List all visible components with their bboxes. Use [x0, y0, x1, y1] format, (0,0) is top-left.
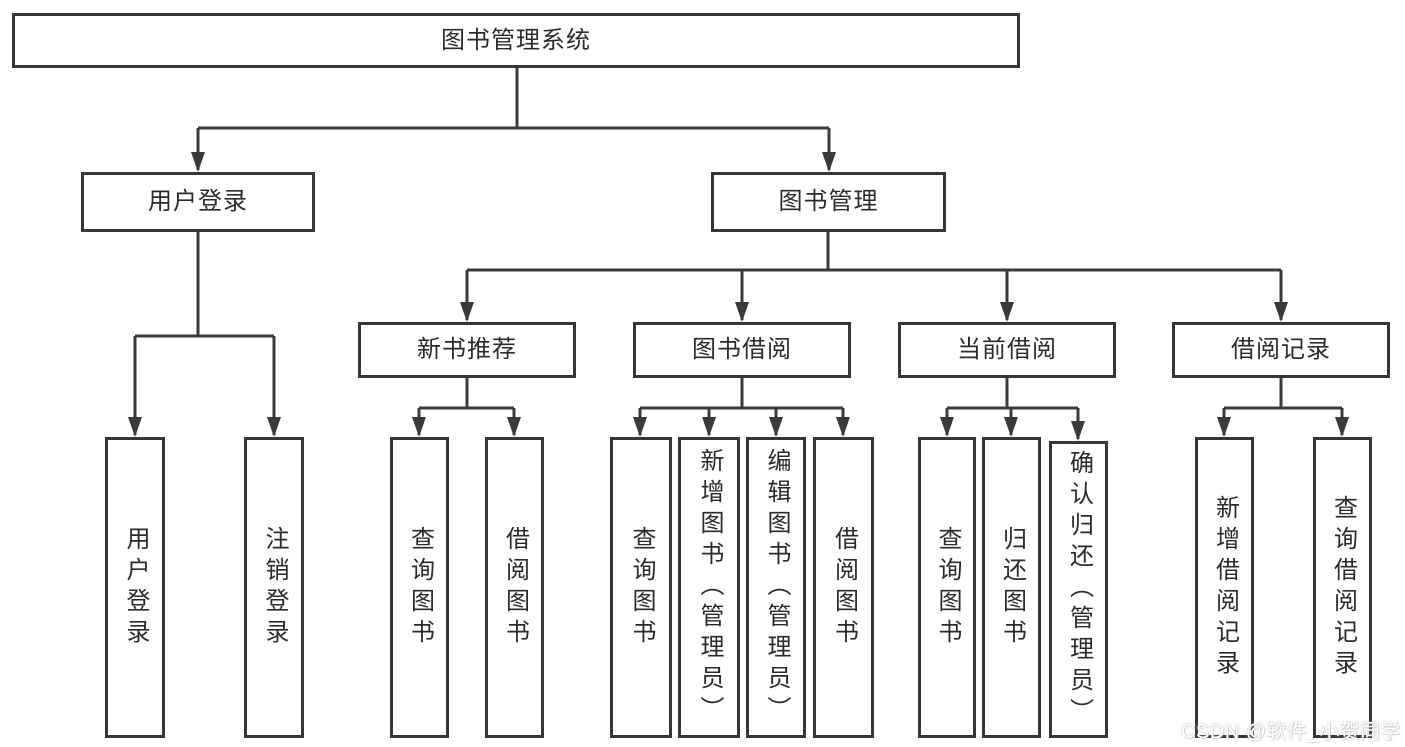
leaf-recommend-borrow-book: 借阅图书	[485, 437, 544, 738]
leaf-borrow-borrow-book: 借阅图书	[813, 437, 874, 738]
csdn-watermark: CSDN @软件_小贺同学	[1181, 721, 1402, 743]
node-book-management: 图书管理	[711, 172, 946, 232]
leaf-current-return-book: 归还图书	[982, 437, 1041, 738]
node-user-login: 用户登录	[81, 172, 315, 232]
leaf-record-add-borrow-record: 新增借阅记录	[1195, 437, 1254, 738]
leaf-recommend-query-book: 查询图书	[390, 437, 449, 738]
leaf-borrow-add-book-admin: 新增图书（管理员）	[678, 437, 740, 738]
node-new-book-recommend: 新书推荐	[358, 322, 576, 378]
leaf-user-login: 用户登录	[105, 437, 165, 738]
leaf-logout-login: 注销登录	[244, 437, 304, 738]
arrowheads	[128, 152, 1349, 441]
node-root-library-management-system: 图书管理系统	[12, 13, 1020, 68]
leaf-current-confirm-return-admin: 确认归还（管理员）	[1049, 441, 1108, 738]
node-current-borrow: 当前借阅	[898, 322, 1116, 378]
leaf-current-query-book: 查询图书	[918, 437, 976, 738]
node-borrow-record: 借阅记录	[1172, 322, 1390, 378]
leaf-record-query-borrow-record: 查询借阅记录	[1313, 437, 1372, 738]
leaf-borrow-query-book: 查询图书	[610, 437, 672, 738]
node-book-borrow: 图书借阅	[633, 322, 851, 378]
leaf-borrow-edit-book-admin: 编辑图书（管理员）	[746, 437, 806, 738]
